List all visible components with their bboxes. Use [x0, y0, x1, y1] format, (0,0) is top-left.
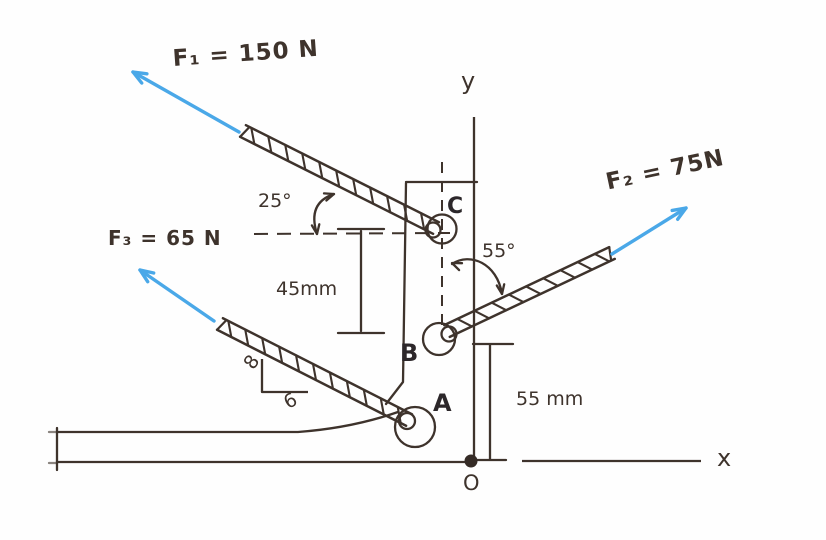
dimension-label-55mm: 55 mm [516, 388, 584, 410]
force-arrows [131, 70, 688, 323]
dashed-horizontal-through-c [253, 232, 451, 235]
point-label-c: C [447, 194, 464, 219]
angle-arc-25 [310, 192, 336, 236]
dimension-45mm-lines [336, 227, 386, 335]
reference-lines [253, 162, 451, 329]
y-axis-label: y [461, 67, 476, 95]
angle-label-25: 25° [258, 190, 292, 212]
rope-hooks [397, 221, 458, 431]
angle-label-55: 55° [482, 240, 516, 262]
slope-triangle [260, 359, 308, 394]
force-arrow-f1 [131, 70, 241, 134]
x-axis-label: x [717, 444, 732, 472]
force-arrow-f3 [138, 268, 216, 323]
origin-dot [464, 454, 478, 468]
dimension-55mm-lines [471, 342, 515, 462]
vertical-plate [384, 180, 479, 406]
dimension-label-45mm: 45mm [276, 278, 338, 300]
pin-b [421, 321, 457, 357]
pin-a [393, 405, 437, 449]
force-arrow-f2 [610, 206, 688, 256]
origin-label: O [463, 471, 480, 495]
point-label-b: B [400, 339, 419, 367]
angle-arc-55 [450, 258, 506, 296]
force-label-f3: F₃ = 65 N [108, 226, 222, 250]
pins [393, 213, 458, 449]
point-label-a: A [433, 389, 452, 417]
ropes [215, 123, 617, 428]
